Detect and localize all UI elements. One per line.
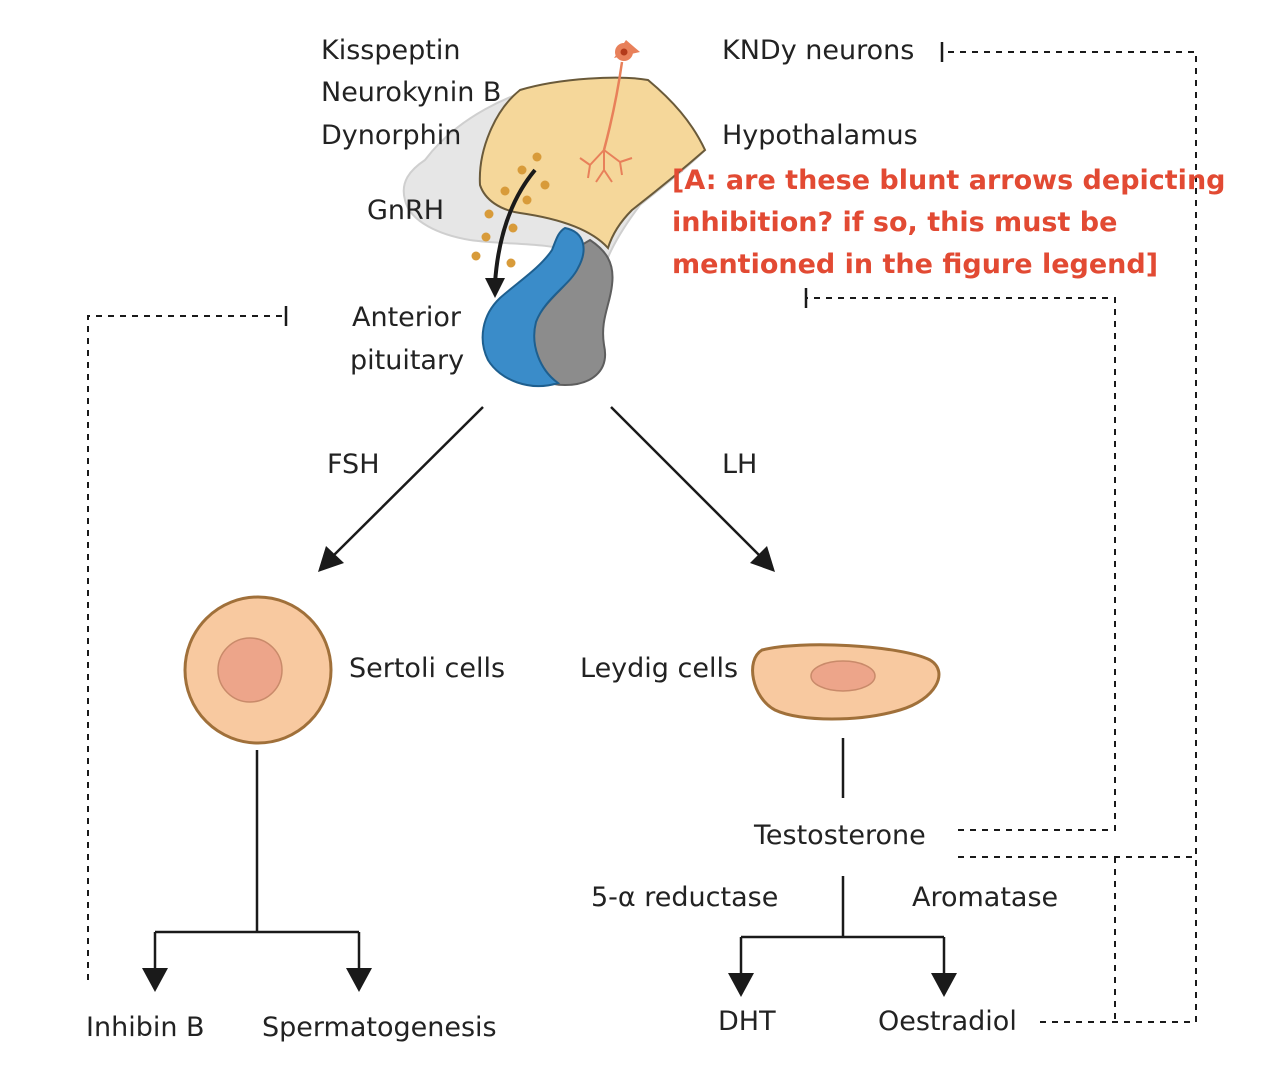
- inhibition-bars: [284, 42, 944, 326]
- annotation-line-2: inhibition? if so, this must be: [672, 207, 1118, 238]
- label-oestradiol: Oestradiol: [878, 1006, 1017, 1037]
- label-inhibin-b: Inhibin B: [86, 1012, 205, 1043]
- hypothalamus-illustration: [402, 40, 707, 298]
- annotation-line-1: [A: are these blunt arrows depicting: [672, 165, 1226, 196]
- inhibin-arrowhead: [142, 968, 168, 992]
- label-aromatase: Aromatase: [912, 882, 1059, 913]
- sertoli-cell-icon: [183, 595, 333, 745]
- label-kisspeptin: Kisspeptin: [321, 35, 461, 66]
- label-kndy-neurons: KNDy neurons: [722, 35, 915, 66]
- oestradiol-arrowhead: [931, 973, 957, 997]
- gnrh-arrow: [493, 168, 537, 284]
- label-hypothalamus: Hypothalamus: [722, 120, 918, 151]
- fsh-arrow: [332, 406, 484, 557]
- label-lh: LH: [722, 449, 758, 480]
- kndy-neuron-icon: [579, 40, 640, 183]
- label-leydig-cells: Leydig cells: [580, 653, 739, 684]
- annotation-line-3: mentioned in the figure legend]: [672, 249, 1159, 280]
- label-pituitary: pituitary: [350, 345, 465, 376]
- lh-arrow: [610, 406, 761, 557]
- feedback-dashed-lines: [87, 51, 1197, 1023]
- sertoli-branch-lines: [153, 750, 361, 970]
- label-gnrh: GnRH: [367, 195, 445, 226]
- label-fsh: FSH: [327, 449, 380, 480]
- label-dht: DHT: [718, 1006, 776, 1037]
- testosterone-branch-lines: [739, 876, 946, 975]
- label-dynorphin: Dynorphin: [321, 120, 462, 151]
- pituitary-illustration: [481, 226, 614, 387]
- dht-arrowhead: [728, 973, 754, 997]
- spermatogenesis-arrowhead: [346, 968, 372, 992]
- label-sertoli-cells: Sertoli cells: [349, 653, 506, 684]
- label-5-alpha-reductase: 5-α reductase: [591, 882, 779, 913]
- label-spermatogenesis: Spermatogenesis: [262, 1012, 497, 1043]
- label-testosterone: Testosterone: [754, 820, 926, 851]
- gnrh-granules: [471, 152, 550, 268]
- leydig-cell-icon: [751, 643, 941, 721]
- label-anterior: Anterior: [352, 302, 462, 333]
- label-neurokynin-b: Neurokynin B: [321, 77, 502, 108]
- editor-annotation: [A: are these blunt arrows depicting inh…: [672, 160, 1226, 286]
